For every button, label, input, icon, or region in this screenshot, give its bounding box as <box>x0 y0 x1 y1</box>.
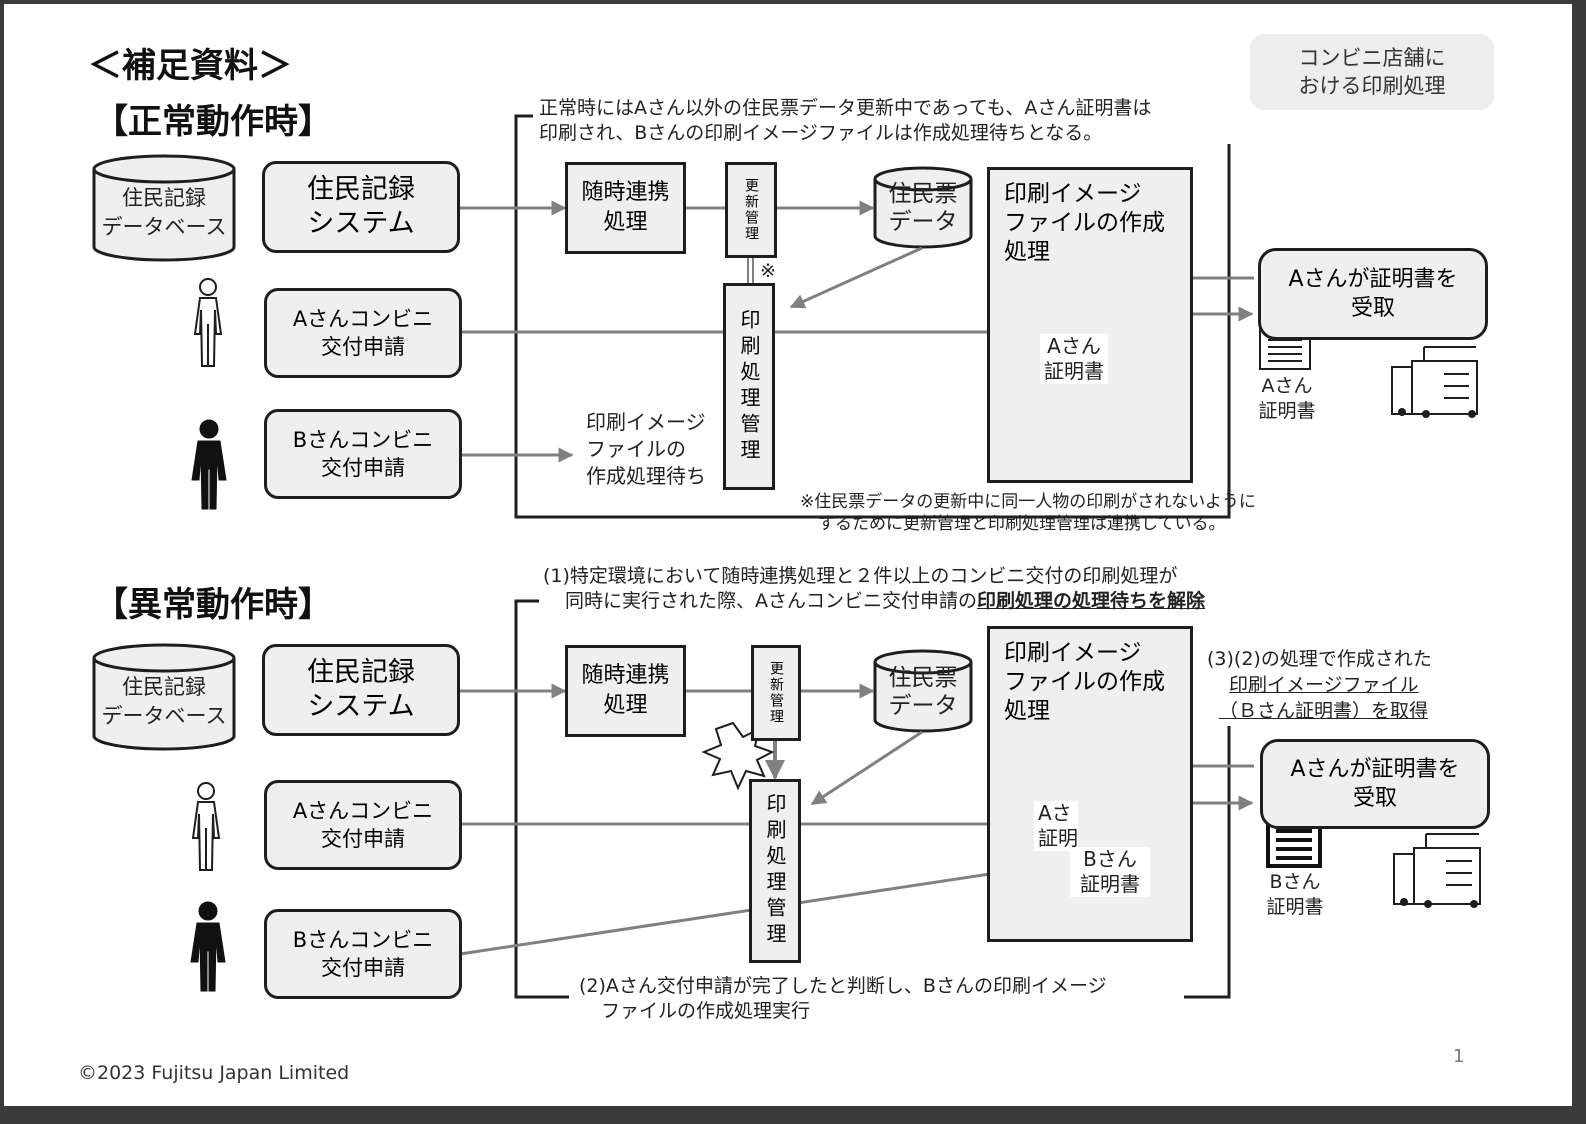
page-number: 1 <box>1453 1046 1465 1067</box>
corner-note: コンビニ店舗に おける印刷処理 <box>1250 34 1494 110</box>
update-management-box: 更新管理 <box>751 645 801 741</box>
printer-icon <box>1391 346 1478 418</box>
person-a-icon <box>191 782 221 871</box>
db-cylinder-icon <box>92 154 236 262</box>
juminhyo-cylinder-icon <box>873 166 973 249</box>
store-doc-label: Aさん 証明書 <box>1258 375 1316 422</box>
abnormal-top-note: (1)特定環境において随時連携処理と２件以上のコンビニ交付の印刷処理が 同時に実… <box>543 565 1206 612</box>
juminhyo-label: 住民票 データ <box>888 665 958 719</box>
doc-a-label: Aさ 証明 <box>1034 801 1078 851</box>
realtime-process-box: 随時連携 処理 <box>565 162 686 254</box>
waiting-label: 印刷イメージ ファイルの 作成処理待ち <box>586 410 706 488</box>
receive-callout: Aさんが証明書を 受取 <box>1260 739 1490 829</box>
slide-title: ＜補足資料＞ <box>88 46 292 86</box>
request-a-box: Aさんコンビニ 交付申請 <box>264 288 462 378</box>
image-creation-box: 印刷イメージ ファイルの作成 処理 <box>987 167 1193 483</box>
person-b-icon <box>190 901 226 992</box>
request-a-box: Aさんコンビニ 交付申請 <box>264 780 462 870</box>
print-management-box: 印刷処理管理 <box>723 283 775 490</box>
copyright: ©2023 Fujitsu Japan Limited <box>78 1062 350 1084</box>
store-doc-label: Bさん 証明書 <box>1266 871 1324 918</box>
abnormal-right-note: (3)(2)の処理で作成された 印刷イメージファイル （Ｂさん証明書）を取得 <box>1207 648 1432 722</box>
print-management-box: 印刷処理管理 <box>749 779 801 963</box>
person-a-icon <box>193 278 223 367</box>
juminhyo-label: 住民票 データ <box>888 181 958 235</box>
db-label: 住民記録 データベース <box>101 675 227 728</box>
db-label: 住民記録 データベース <box>101 186 227 239</box>
request-b-box: Bさんコンビニ 交付申請 <box>264 909 462 999</box>
update-management-box: 更新管理 <box>725 162 777 258</box>
abnormal-bottom-note: (2)Aさん交付申請が完了したと判断し、Bさんの印刷イメージ ファイルの作成処理… <box>579 975 1107 1022</box>
kome-mark: ※ <box>760 260 776 282</box>
receive-callout: Aさんが証明書を 受取 <box>1258 248 1488 340</box>
resident-system-box: 住民記録 システム <box>262 644 460 736</box>
arrow-juminhyo-to-print <box>789 246 923 309</box>
abnormal-heading: 【異常動作時】 <box>94 585 332 625</box>
request-b-box: Bさんコンビニ 交付申請 <box>264 409 462 499</box>
printer-icon <box>1393 833 1481 908</box>
abnormal-bracket <box>514 599 569 999</box>
normal-heading: 【正常動作時】 <box>94 102 332 142</box>
normal-footnote: ※住民票データの更新中に同一人物の印刷がされないように するために更新管理と印刷… <box>800 492 1256 534</box>
db-cylinder-icon <box>92 643 236 751</box>
normal-bracket <box>514 114 1231 519</box>
resident-system-box: 住民記録 システム <box>262 161 460 253</box>
juminhyo-cylinder-icon <box>873 649 973 733</box>
doc-b-label: Bさん 証明書 <box>1070 847 1150 897</box>
slide: ＜補足資料＞ コンビニ店舗に おける印刷処理 【正常動作時】 正常時にはAさん以… <box>4 4 1572 1106</box>
person-b-icon <box>191 419 227 510</box>
doc-a-label: Aさん 証明書 <box>1040 334 1108 384</box>
realtime-process-box: 随時連携 処理 <box>565 645 686 737</box>
normal-top-note: 正常時にはAさん以外の住民票データ更新中であっても、Aさん証明書は 印刷され、B… <box>539 97 1152 144</box>
